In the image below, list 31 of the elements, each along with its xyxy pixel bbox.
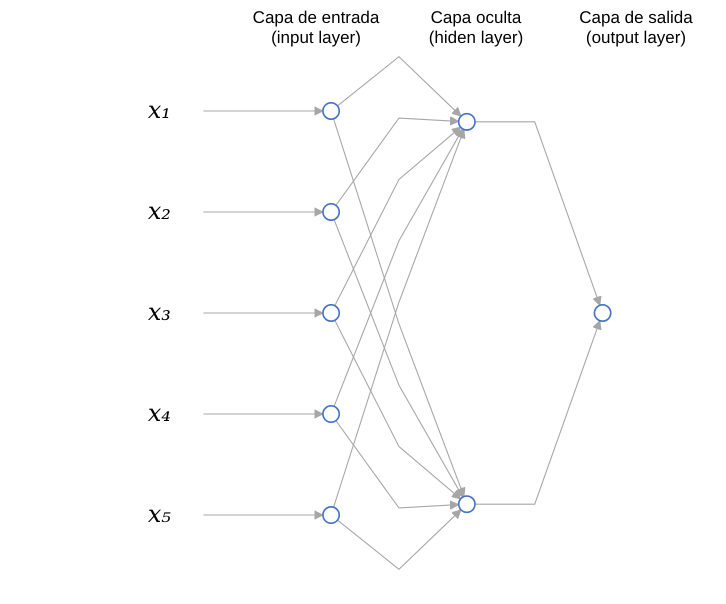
arrow [337, 509, 462, 570]
node-circle [594, 304, 612, 322]
arrow [337, 56, 462, 117]
node-circle [322, 102, 340, 120]
arrow [203, 510, 324, 520]
arrow [475, 320, 602, 505]
arrow [203, 308, 324, 318]
node-text: x₃ [148, 299, 171, 327]
node-circle [322, 203, 340, 221]
node-text: x₂ [148, 198, 171, 226]
arrow [203, 106, 324, 116]
node-text: x₄ [148, 400, 171, 428]
node-text: x₁ [148, 97, 171, 125]
arrow [335, 420, 460, 510]
arrow [334, 219, 464, 498]
node-circle [458, 495, 476, 514]
arrow [203, 207, 324, 217]
node-circle [458, 112, 476, 131]
node-text: x₅ [148, 501, 171, 529]
column-heading: Capa de entrada (input layer) [252, 8, 380, 48]
node-circle [322, 405, 340, 423]
arrow [334, 128, 464, 407]
arrow [334, 320, 462, 500]
column-heading: Capa oculta (hiden layer) [428, 8, 524, 48]
arrow [203, 409, 324, 419]
arrow [334, 126, 462, 306]
arrow [335, 116, 460, 206]
node-circle [322, 506, 340, 524]
node-circle [322, 304, 340, 322]
arrow [475, 121, 602, 306]
column-heading: Capa de salida (output layer) [578, 8, 694, 48]
